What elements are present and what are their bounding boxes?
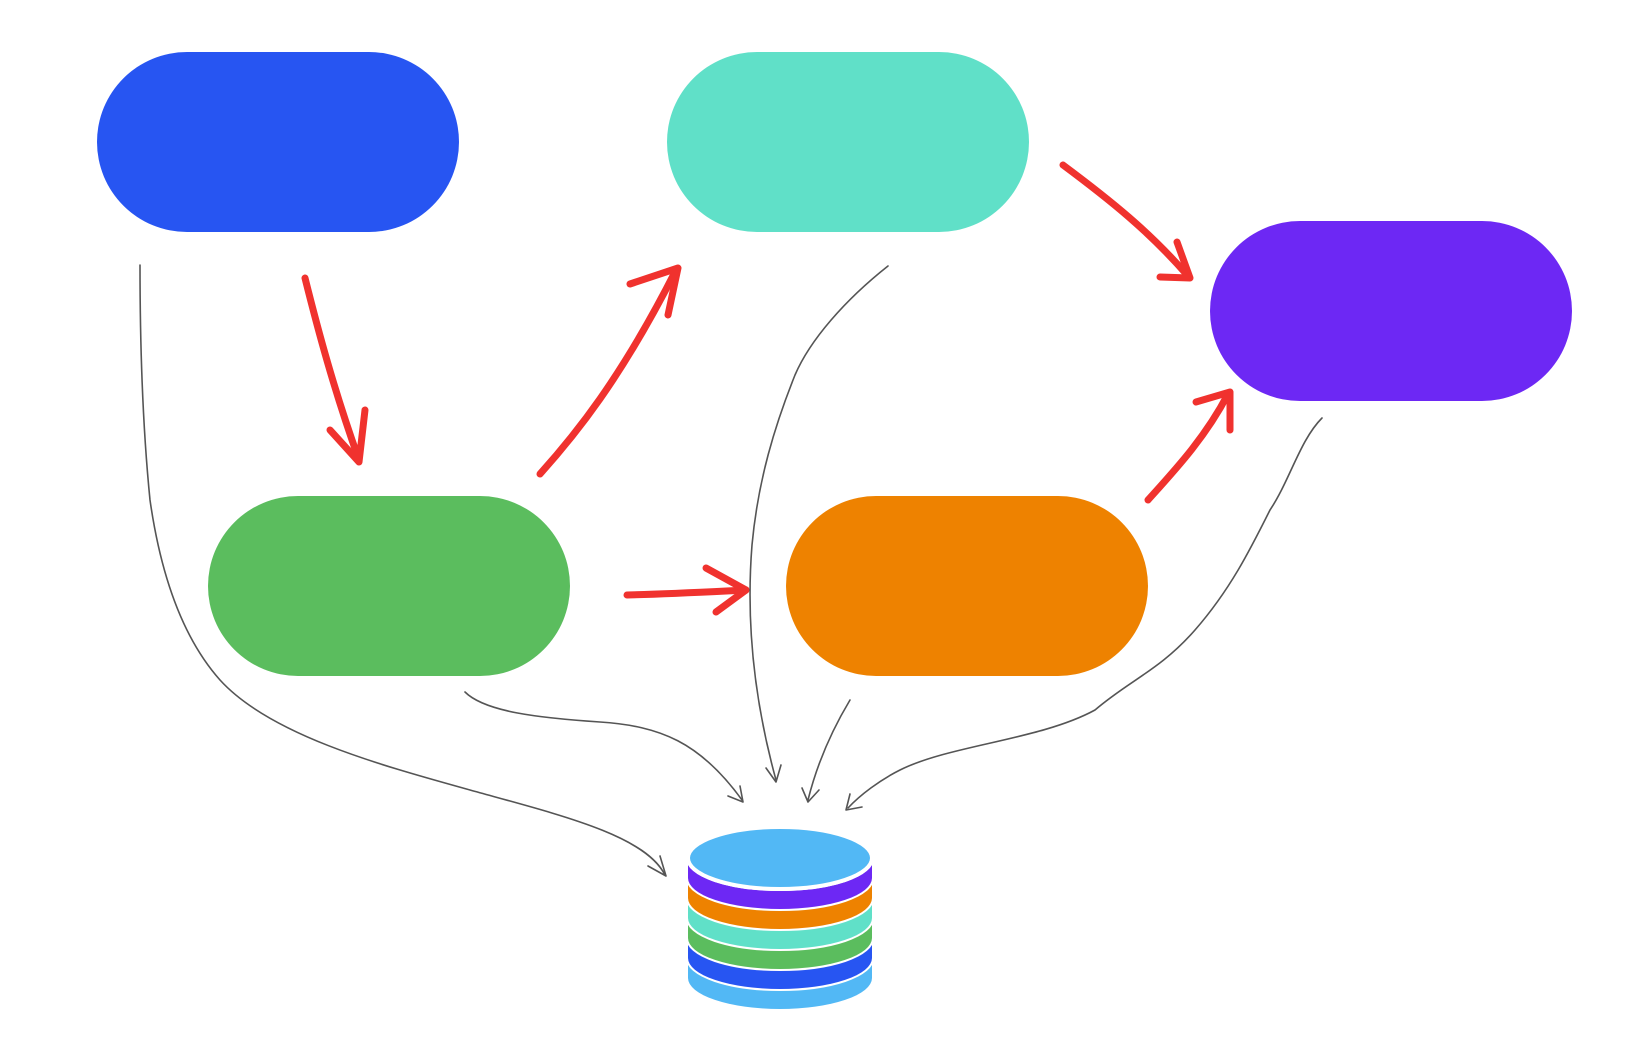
node-teal	[667, 52, 1029, 232]
arrow-blue-to-database	[139, 264, 667, 877]
node-blue	[97, 52, 459, 232]
database-top	[686, 825, 874, 891]
node-green	[208, 496, 570, 676]
arrow-green-to-orange	[623, 564, 750, 616]
node-orange	[786, 496, 1148, 676]
arrow-green-to-teal	[536, 264, 682, 478]
arrow-teal-to-purple	[1059, 161, 1194, 282]
arrow-orange-to-database	[801, 699, 851, 803]
arrow-green-to-database	[464, 691, 744, 803]
arrow-blue-to-green	[301, 274, 369, 466]
arrow-purple-to-database	[845, 417, 1323, 811]
node-purple	[1210, 221, 1572, 401]
arrow-orange-to-purple	[1144, 388, 1234, 504]
arrow-teal-to-database	[749, 265, 889, 783]
